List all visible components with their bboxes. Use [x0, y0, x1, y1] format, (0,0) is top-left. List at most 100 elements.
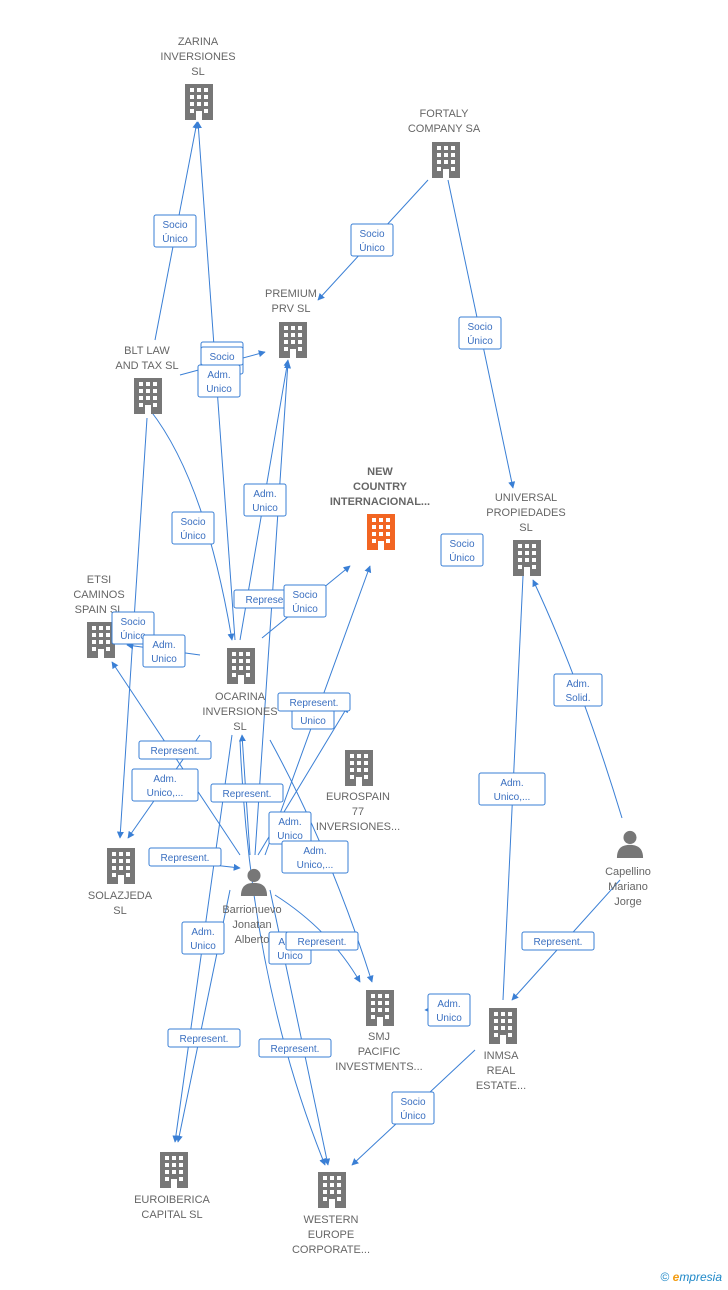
edge-label[interactable]: Represent. [285, 931, 359, 951]
building-icon [513, 540, 541, 576]
edge-label-text: Unico,... [494, 792, 531, 803]
edge-label-box [440, 533, 484, 567]
brand-initial: e [672, 1270, 680, 1284]
edge-label-text: Unico [252, 503, 278, 514]
edge-label-box [277, 692, 351, 712]
edge-label[interactable]: Adm.Solid. [553, 673, 603, 707]
edge-label-text: Único [180, 529, 206, 542]
edge-label[interactable]: Adm. Unico,... [281, 840, 349, 874]
node-newcountry[interactable]: NEWCOUNTRYINTERNACIONAL... [330, 466, 430, 550]
edge-label-text: Socio [162, 220, 187, 231]
node-label: INVERSIONES [160, 51, 235, 63]
edge-label[interactable]: Represent. [138, 740, 212, 760]
node-smj[interactable]: SMJPACIFICINVESTMENTS... [335, 990, 423, 1073]
edge-label-box [458, 316, 502, 350]
node-label: UNIVERSAL [495, 492, 557, 504]
person-icon [240, 868, 268, 896]
edge-label[interactable]: Adm.Unico [268, 811, 312, 845]
edge-label-text: Unico [436, 1013, 462, 1024]
node-eurospain[interactable]: EUROSPAIN77INVERSIONES... [316, 750, 400, 833]
edge-label-text: Único [467, 334, 493, 347]
edge-label[interactable]: Represent. [210, 783, 284, 803]
node-label: EUROPE [308, 1229, 354, 1241]
edge-label-text: Único [359, 241, 385, 254]
edge-label-text: Unico,... [147, 788, 184, 799]
edge-label-text: Único [449, 551, 475, 564]
edge-label-text: Represent. [246, 595, 295, 606]
building-icon [107, 848, 135, 884]
edge-label-text: Represent. [223, 789, 272, 800]
edge-label[interactable]: Adm.Unico [181, 921, 225, 955]
edge-label-text: Socio [292, 590, 317, 601]
edge-label-text: Represent. [298, 937, 347, 948]
edge-label[interactable]: Represent. [521, 931, 595, 951]
building-icon [489, 1008, 517, 1044]
edge-label-text: Unico,... [297, 860, 334, 871]
edge-label-text: Adm. [566, 679, 589, 690]
node-label: PACIFIC [358, 1046, 401, 1058]
edge-label[interactable]: Adm.Unico [197, 364, 241, 398]
node-label: Jorge [614, 896, 642, 908]
node-label: ESTATE... [476, 1080, 526, 1092]
copyright-icon: © [660, 1270, 670, 1284]
node-inmsa[interactable]: INMSAREALESTATE... [476, 1008, 526, 1092]
edge-label-text: Represent. [151, 746, 200, 757]
edge-label[interactable]: Socio [200, 346, 244, 366]
edge-label[interactable]: Adm.Unico [427, 993, 471, 1027]
node-label: SL [233, 721, 246, 733]
node-label: WESTERN [304, 1214, 359, 1226]
edge-label[interactable]: Represent. [277, 692, 351, 712]
edge-label-text: Unico [277, 831, 303, 842]
building-icon [367, 514, 395, 550]
edge-label[interactable]: Adm.Unico,... [478, 772, 546, 806]
edge-label-text: Unico [190, 941, 216, 952]
edge-label-box [391, 1091, 435, 1125]
node-label: CORPORATE... [292, 1244, 370, 1256]
building-icon [160, 1152, 188, 1188]
edge-label[interactable]: Represent. [167, 1028, 241, 1048]
edge-label-text: Adm. [253, 489, 276, 500]
edge-label-text: Único [400, 1109, 426, 1122]
edge-label[interactable]: Represent. [258, 1038, 332, 1058]
edge-label-text: Único [292, 602, 318, 615]
edge-label[interactable]: Adm. Unico [243, 483, 287, 517]
node-label: INVERSIONES... [316, 821, 400, 833]
node-label: FORTALY [420, 108, 470, 120]
edge-label-text: Represent. [534, 937, 583, 948]
edge-label-text: Socio [359, 229, 384, 240]
node-label: PREMIUM [265, 288, 317, 300]
node-western[interactable]: WESTERN EUROPE CORPORATE... [292, 1172, 370, 1256]
edge-label-text: Único [162, 232, 188, 245]
node-label: CAMINOS [73, 589, 124, 601]
edge [149, 409, 235, 641]
node-label: PROPIEDADES [486, 507, 565, 519]
edge-label-box [427, 993, 471, 1027]
edge-label[interactable]: Adm.Unico [142, 634, 186, 668]
node-label: OCARINA [215, 691, 266, 703]
node-label: Alberto [235, 934, 270, 946]
edge-label[interactable]: Adm.Unico,... [131, 768, 199, 802]
edge-label-text: Adm. [303, 846, 326, 857]
node-label: EUROSPAIN [326, 791, 390, 803]
edge-label[interactable]: Represent. [148, 847, 222, 867]
